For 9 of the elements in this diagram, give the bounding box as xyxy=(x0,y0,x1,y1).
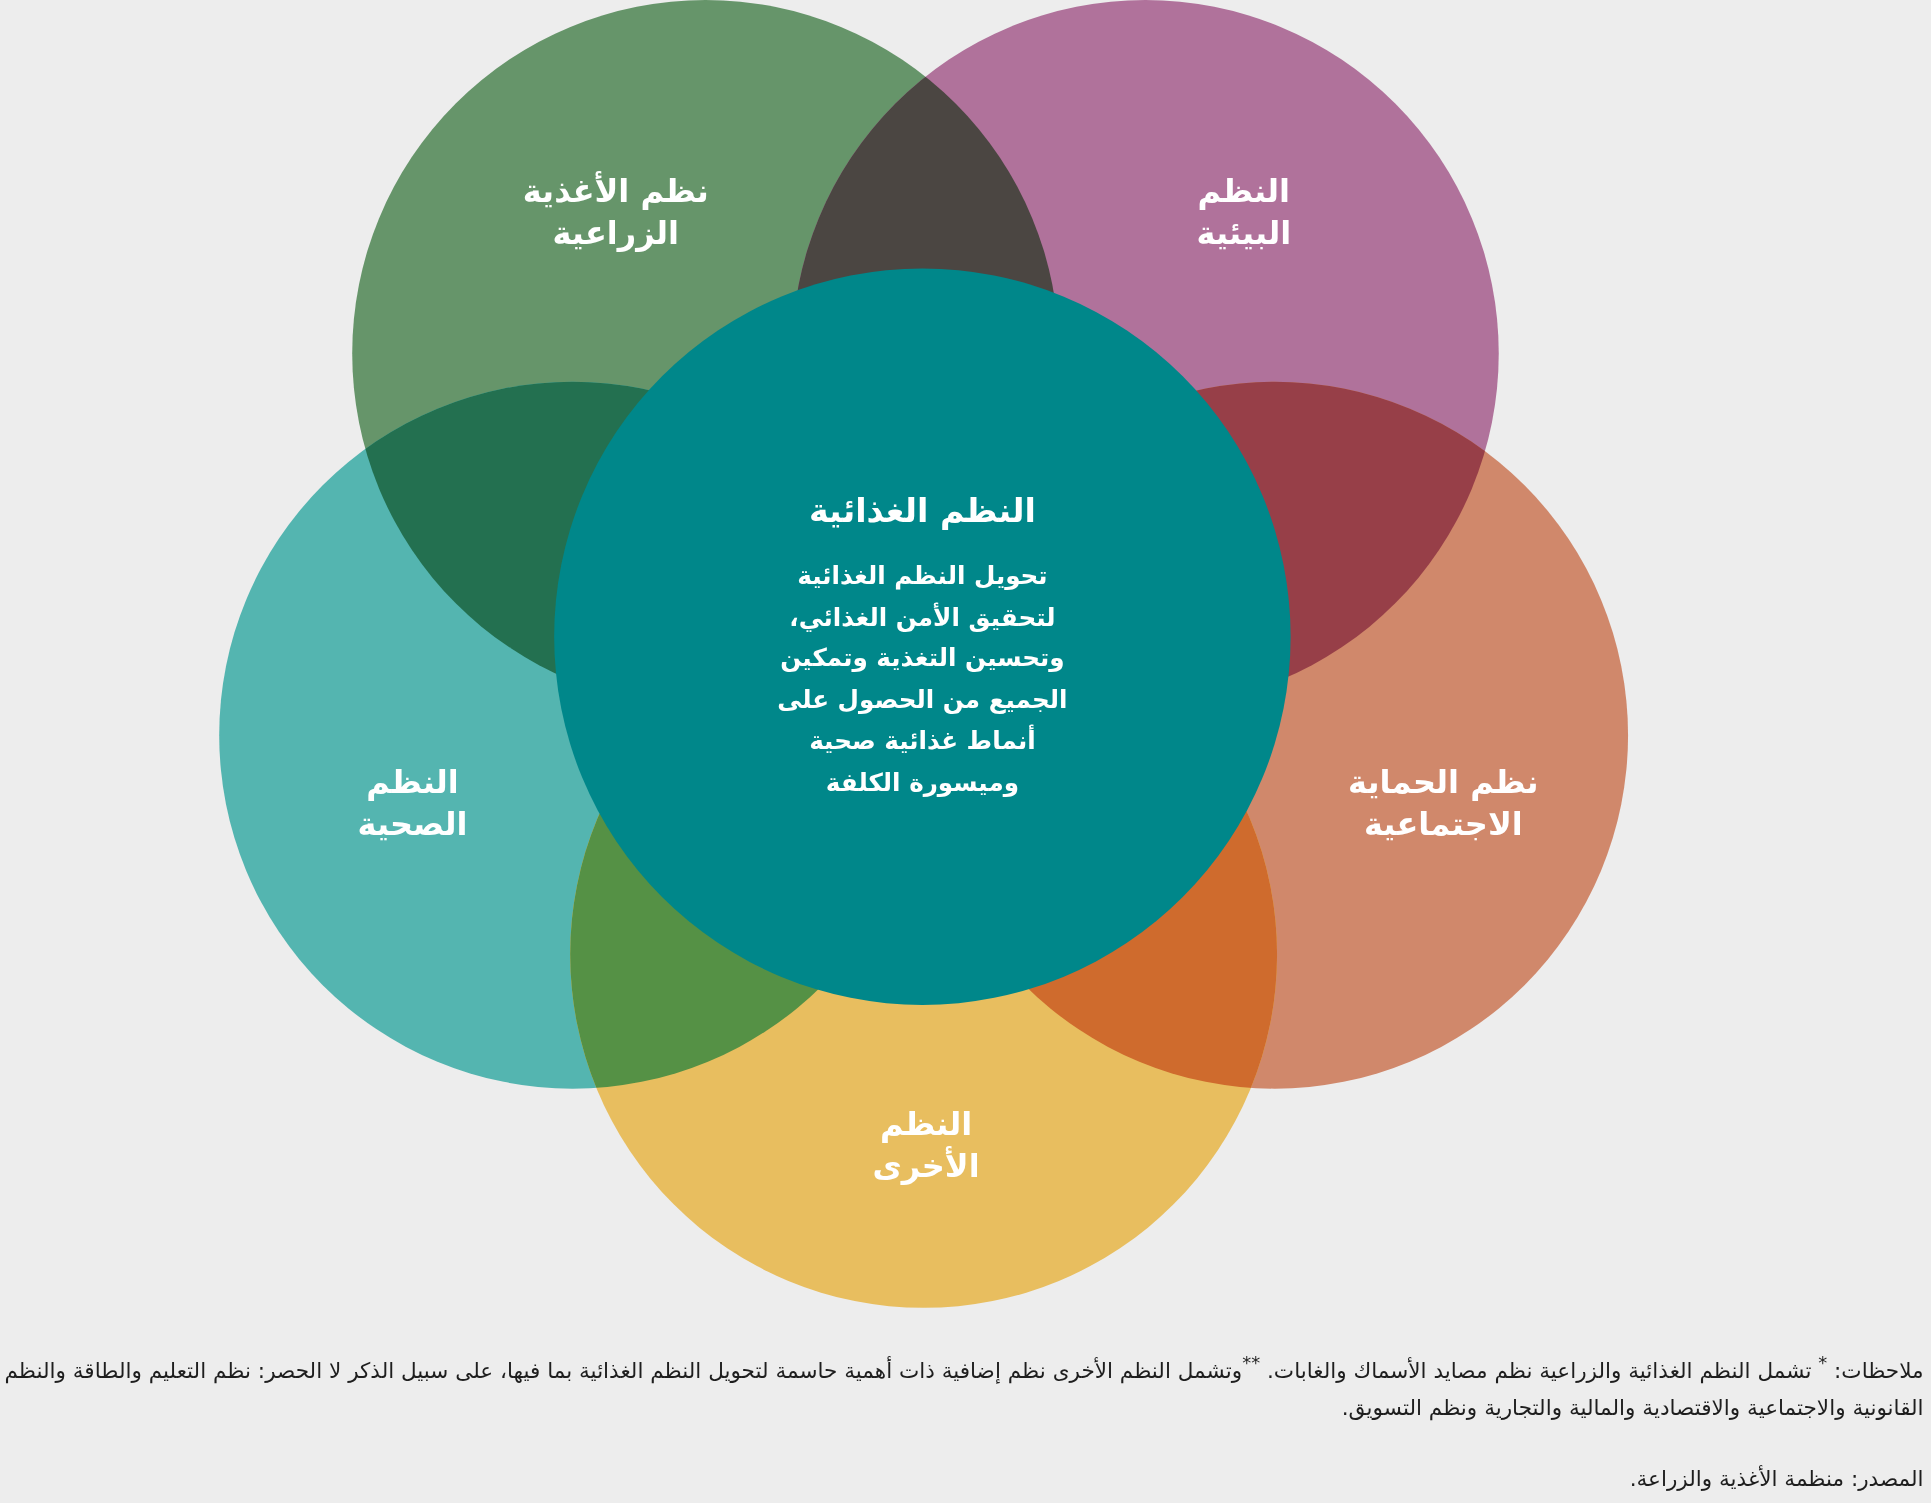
circle-text: تحويل النظم الغذائية لتحقيق الأمن الغذائي، وتحسين التغذية وتمكين الجميع من الحصول على أنماط غذائية صحية وميسورة الكلفة xyxy=(776,559,1069,799)
circle-label: نظم الحماية الاجتماعية xyxy=(1347,762,1540,845)
circle-label: النظم الصحية xyxy=(356,762,469,845)
circle-heading: النظم الغذائية xyxy=(807,490,1037,532)
circle-label: نظم الأغذية الزراعية xyxy=(521,170,710,254)
note-text: ملاحظات: $^{*}$ تشمل النظم الغذائية والزراعية نظم مصايد الأسماك والغابات. $^{**}$وتشمل النظم الأخرى نظم إضافية ذات أهمية حاسمة لتحويل النظم الغذائية بما فيها، على سبيل الذكر لا الحصر: نظم التعليم والطاقة والنظم القانونية والاجتماعية والاقتصادية والمالية والتجارية ونظم التسويق. xyxy=(3,1351,1924,1423)
circle-label: النظم الأخرى xyxy=(871,1104,981,1187)
circle-label: النظم البيئية xyxy=(1195,171,1293,254)
source-text: المصدر: منظمة الأغذية والزراعة. xyxy=(1628,1464,1924,1494)
